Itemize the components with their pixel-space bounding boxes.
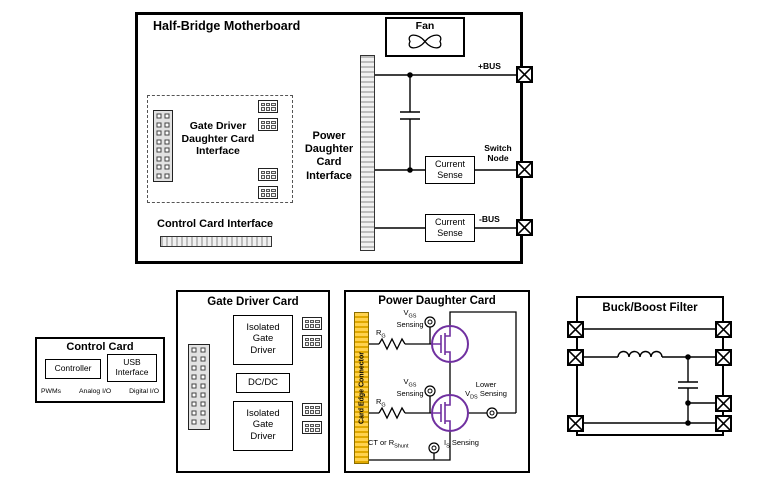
x-terminal-icon — [717, 397, 730, 410]
fan-label: Fan — [415, 20, 435, 32]
gate-driver-card: Gate Driver Card Isolated Gate Driver DC… — [176, 290, 330, 473]
card-edge-connector: Card Edge Connector — [354, 312, 369, 464]
buck-boost-title: Buck/Boost Filter — [602, 302, 698, 314]
terminal-filter-in-3 — [567, 415, 584, 432]
dcdc-block: DC/DC — [236, 373, 290, 393]
x-terminal-icon — [717, 351, 730, 364]
card-edge-connector-label: Card Edge Connector — [358, 352, 365, 424]
fan-module: Fan — [385, 17, 465, 57]
x-terminal-icon — [518, 68, 531, 81]
terminal-filter-out-3 — [715, 395, 732, 412]
terminal-filter-in-2 — [567, 349, 584, 366]
terminal-switch-node — [516, 161, 533, 178]
gate-driver-interface-label: Gate Driver Daughter Card Interface — [181, 120, 255, 158]
x-terminal-icon — [717, 417, 730, 430]
gate-driver-card-title: Gate Driver Card — [207, 296, 299, 308]
bus-wires — [375, 74, 519, 229]
filter-capacitor — [678, 357, 698, 423]
controller-block: Controller — [45, 359, 101, 379]
mosfet-lower-icon — [431, 394, 469, 432]
motherboard-circuit — [375, 72, 519, 229]
pwms-label: PWMs — [41, 388, 62, 395]
jumper-block — [258, 168, 278, 181]
jumper-block — [258, 186, 278, 199]
ct-rshunt-label: CT or RShunt — [368, 438, 409, 450]
isolated-gate-driver-upper: Isolated Gate Driver — [233, 315, 293, 365]
jumper-block — [302, 403, 322, 416]
mosfet-upper-icon — [431, 325, 469, 363]
vgs-sensing-label-upper: VGS Sensing — [396, 308, 424, 330]
filter-wires — [578, 328, 721, 424]
pin-header-connector-icon — [153, 110, 173, 182]
isolated-gate-driver-lower: Isolated Gate Driver — [233, 401, 293, 451]
vgs-sensing-label-lower: VGS Sensing — [396, 377, 424, 399]
switch-node-label: Switch Node — [484, 143, 512, 163]
power-card-title: Power Daughter Card — [378, 295, 496, 307]
control-card-title: Control Card — [66, 341, 134, 353]
x-terminal-icon — [569, 351, 582, 364]
x-terminal-icon — [717, 323, 730, 336]
digital-io-label: Digital I/O — [129, 388, 159, 395]
jumper-block — [302, 421, 322, 434]
power-daughter-card-connector — [360, 55, 375, 251]
power-interface-label: Power Daughter Card Interface — [304, 130, 354, 182]
gate-driver-interface-box: Gate Driver Daughter Card Interface — [147, 95, 293, 203]
x-terminal-icon — [518, 221, 531, 234]
x-terminal-icon — [569, 417, 582, 430]
usb-interface-block: USB Interface — [107, 354, 157, 382]
junction-dots — [407, 72, 413, 173]
control-card-connector — [160, 236, 272, 247]
junction-dots — [685, 354, 691, 426]
bus-neg-label: -BUS — [479, 214, 500, 224]
rg-label-upper: RG — [376, 328, 386, 340]
half-bridge-wires — [369, 311, 517, 461]
terminal-filter-in-1 — [567, 321, 584, 338]
jumper-block — [258, 100, 278, 113]
connector-pins — [156, 113, 170, 179]
is-sensing-label: IS Sensing — [444, 438, 479, 450]
connector-body — [153, 110, 173, 182]
analog-io-label: Analog I/O — [79, 388, 112, 395]
power-daughter-card: Power Daughter Card Card Edge Connector … — [344, 290, 530, 473]
bus-pos-label: +BUS — [478, 61, 501, 71]
dc-link-capacitor — [400, 75, 420, 170]
connector-pins — [191, 347, 206, 425]
x-terminal-icon — [518, 163, 531, 176]
lower-vds-sensing-label: Lower VDS Sensing — [465, 380, 507, 401]
x-terminal-icon — [569, 323, 582, 336]
terminal-bus-pos — [516, 66, 533, 83]
upper-gate-resistor — [378, 337, 406, 351]
inductor-icon — [617, 350, 663, 358]
pin-header-connector-icon — [188, 344, 210, 430]
power-wires — [369, 311, 517, 461]
terminal-bus-neg — [516, 219, 533, 236]
sense-stubs — [429, 327, 435, 460]
terminal-filter-out-1 — [715, 321, 732, 338]
jumper-block — [302, 317, 322, 330]
buck-boost-filter-card: Buck/Boost Filter — [576, 296, 724, 436]
jumper-block — [302, 335, 322, 348]
power-card-circuit — [369, 311, 517, 461]
terminal-filter-out-4 — [715, 415, 732, 432]
rg-label-lower: RG — [376, 397, 386, 409]
fan-icon — [408, 34, 442, 49]
io-labels: PWMs Analog I/O Digital I/O — [41, 388, 159, 395]
filter-circuit — [578, 328, 721, 426]
terminal-filter-out-2 — [715, 349, 732, 366]
control-card: Control Card Controller USB Interface PW… — [35, 337, 165, 403]
sense-point-icons — [424, 316, 498, 454]
half-bridge-motherboard-card: Half-Bridge Motherboard Fan Power Daught… — [135, 12, 523, 264]
motherboard-title: Half-Bridge Motherboard — [153, 19, 301, 33]
lower-gate-resistor — [378, 406, 406, 420]
jumper-block — [258, 118, 278, 131]
current-sense-upper: Current Sense — [425, 156, 475, 184]
control-interface-label: Control Card Interface — [157, 218, 274, 230]
current-sense-lower: Current Sense — [425, 214, 475, 242]
